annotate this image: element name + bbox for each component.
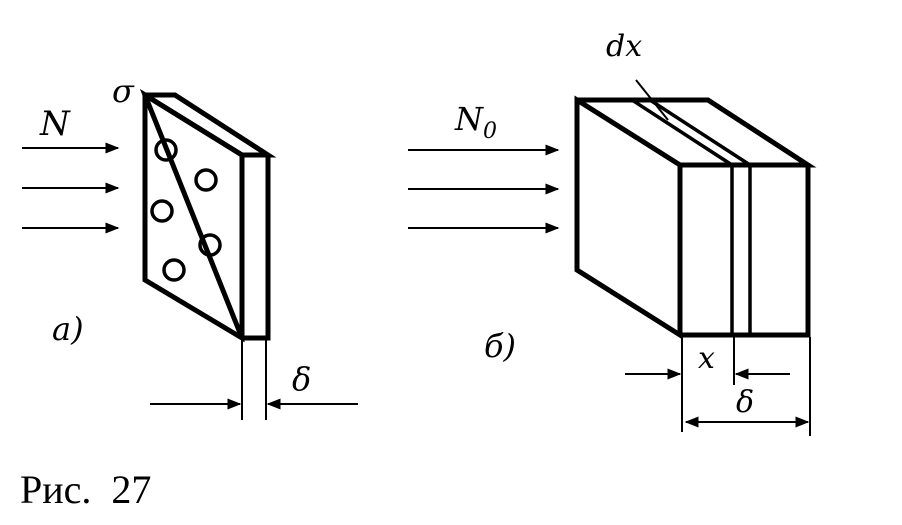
thickness-label-a: δ: [292, 360, 311, 398]
layer-boundary-right: [649, 98, 752, 335]
panel-a: N σ δ a): [22, 72, 358, 420]
block-top-face: [577, 97, 817, 168]
flux-label-n0: N0: [454, 100, 497, 144]
thickness-label-b: δ: [736, 385, 754, 420]
flux-arrows-b: [408, 144, 560, 234]
cross-section-label: σ: [112, 72, 135, 110]
block-front-face: [574, 95, 683, 340]
plate-side-face: [242, 155, 271, 341]
circle-icon: [162, 258, 186, 282]
circle-icon: [154, 138, 178, 162]
thick-block: [574, 79, 817, 340]
block-side-face: [680, 165, 811, 338]
figure-caption: Рис. 27: [20, 467, 151, 512]
panel-label-a: a): [52, 310, 84, 348]
thickness-dimension-b: [684, 337, 811, 436]
panel-b: N0 dx x δ б): [408, 29, 817, 436]
thin-plate: [139, 88, 277, 343]
layer-boundary-left: [631, 98, 734, 335]
flux-arrows-a: [22, 142, 120, 234]
circle-icon: [194, 168, 218, 192]
panel-label-b: б): [484, 327, 516, 365]
layer-leader-line: [635, 79, 669, 121]
flux-label-n: N: [39, 104, 71, 144]
circle-icon: [198, 233, 222, 257]
circle-icon: [150, 199, 174, 223]
thickness-dimension-a: [150, 340, 358, 420]
layer-label-dx: dx: [606, 29, 642, 64]
depth-dimension: [625, 337, 790, 432]
plate-top-face: [145, 92, 277, 158]
depth-label-x: x: [698, 341, 715, 376]
